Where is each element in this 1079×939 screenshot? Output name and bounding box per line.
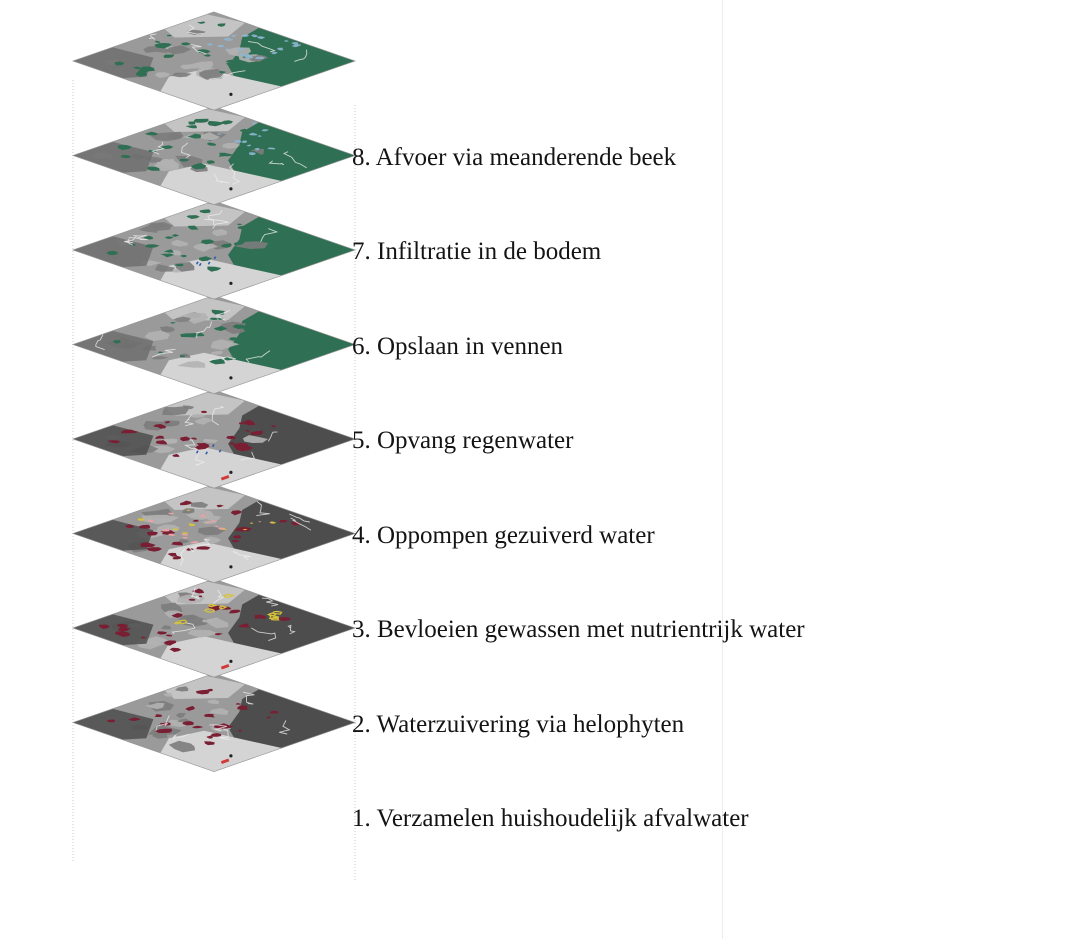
- map-layer-7: [72, 106, 356, 205]
- layer-label-1: 1. Verzamelen huishoudelijk afvalwater: [352, 805, 749, 832]
- map-layer-4: [72, 389, 356, 489]
- layer-label-3: 3. Bevloeien gewassen met nutrientrijk w…: [352, 616, 805, 643]
- layer-label-6: 6. Opslaan in vennen: [352, 333, 564, 360]
- map-layer-1: [72, 673, 356, 772]
- layer-label-2: 2. Waterzuivering via helophyten: [352, 711, 685, 738]
- map-layer-5: [72, 295, 356, 394]
- layer-label-8: 8. Afvoer via meanderende beek: [352, 144, 677, 171]
- layer-label-4: 4. Oppompen gezuiverd water: [352, 522, 655, 549]
- layer-label-5: 5. Opvang regenwater: [352, 427, 574, 454]
- page-guide-line: [722, 0, 723, 939]
- layer-label-7: 7. Infiltratie in de bodem: [352, 238, 602, 265]
- map-layer-8: [72, 11, 356, 111]
- map-layer-3: [72, 484, 356, 583]
- map-layer-6: [72, 200, 356, 300]
- map-layer-2: [72, 578, 356, 678]
